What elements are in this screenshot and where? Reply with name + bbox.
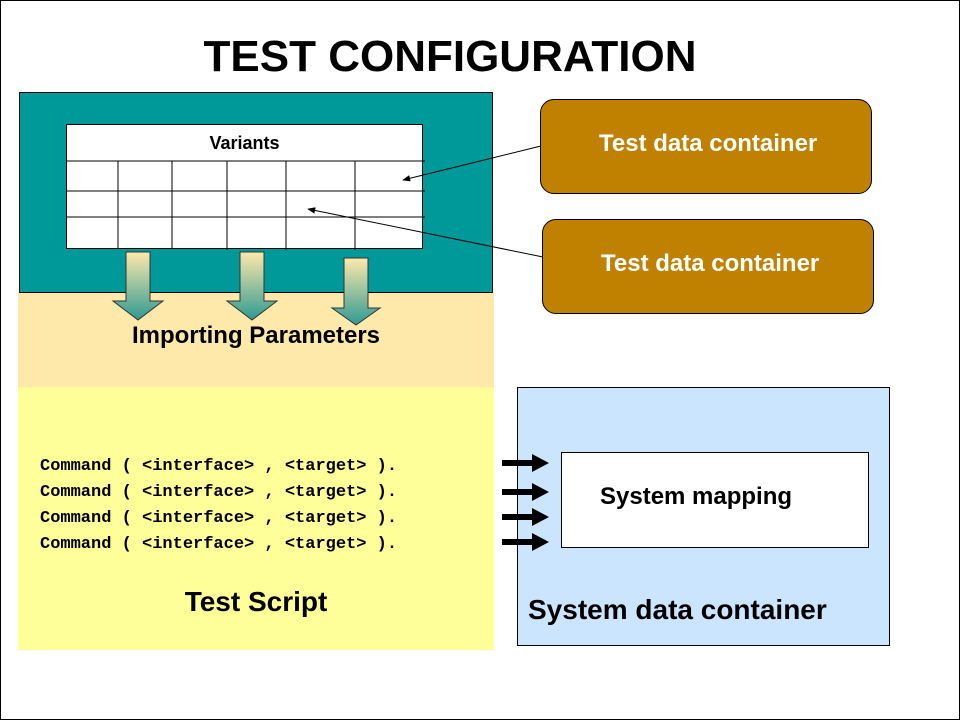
test-data-container-1: Test data container bbox=[540, 99, 872, 194]
test-data-container-label: Test data container bbox=[601, 250, 820, 277]
variants-table: Variants bbox=[66, 124, 423, 249]
command-lines: Command ( <interface> , <target> ). Comma… bbox=[40, 454, 397, 558]
page-title: TEST CONFIGURATION bbox=[203, 32, 697, 81]
command-line: Command ( <interface> , <target> ). bbox=[40, 509, 398, 528]
system-mapping-label: System mapping bbox=[600, 483, 793, 510]
test-data-container-2: Test data container bbox=[542, 219, 874, 314]
command-line: Command ( <interface> , <target> ). bbox=[40, 457, 398, 476]
test-script-label: Test Script bbox=[184, 586, 328, 617]
test-script-panel bbox=[18, 387, 494, 650]
system-data-container-label: System data container bbox=[528, 594, 827, 625]
importing-parameters-label: Importing Parameters bbox=[131, 322, 381, 349]
test-data-container-label: Test data container bbox=[599, 130, 818, 157]
command-line: Command ( <interface> , <target> ). bbox=[40, 483, 398, 502]
command-line: Command ( <interface> , <target> ). bbox=[40, 535, 398, 554]
variants-table-header: Variants bbox=[209, 133, 280, 153]
system-mapping-box: System mapping bbox=[561, 452, 869, 548]
